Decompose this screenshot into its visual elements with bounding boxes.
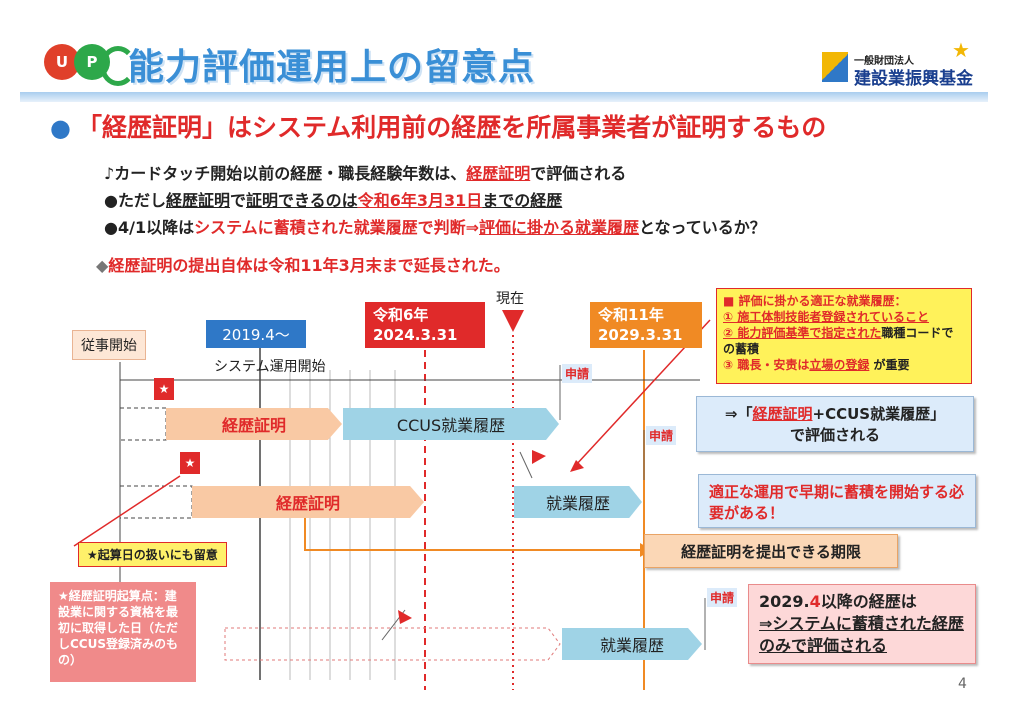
criteria-box: ■ 評価に掛かる適正な就業履歴： ① 施工体制技能者登録されていること ② 能力… [716,288,972,384]
l2-a: ●ただし [104,191,166,210]
c3-c: 以降の経歴は [820,592,917,611]
c1-c: +CCUS就業履歴」 [812,405,946,423]
criteria-title: ■ 評価に掛かる適正な就業履歴： [723,294,907,308]
bar3-shugyo: 就業履歴 [562,628,702,660]
title-underline [20,92,988,102]
l3-e: となっているか？ [639,218,766,237]
l2-c: で [229,191,246,210]
l3-d: 評価に掛かる就業履歴 [479,218,640,237]
start-label: 従事開始 [72,330,146,360]
callout-after-2029: 2029.4以降の経歴は ⇒システムに蓄積された経歴のみで評価される [748,584,976,664]
l2-b: 経歴証明 [165,191,230,210]
l3-b: システムに蓄積された就業履歴で判断 [194,218,466,237]
org-logo: 一般財団法人 建設業振興基金 ★ [822,38,982,90]
r6-marker: 令和6年 2024.3.31 [365,302,485,348]
apply-flag-1: 申請 [562,364,593,383]
star-marker-2: ★ [180,452,200,474]
l1-c: で評価される [530,164,627,183]
bar1-keireki: 経歴証明 [166,408,342,440]
headline-text: 「経歴証明」はシステム利用前の経歴を所属事業者が証明するもの [76,113,827,142]
bar2-keireki: 経歴証明 [192,486,424,518]
k-logo-icon [822,52,848,82]
criteria-item-1: ① 施工体制技能者登録されていること [723,310,929,324]
criteria-item-2a: ② 能力評価基準で指定された [723,326,882,340]
r6-era: 令和6年 [373,306,429,324]
criteria-item-3b: 立場の登録 [809,358,870,372]
criteria-item-3c: が重要 [873,358,910,372]
logo-left: U P [44,44,136,86]
l3-a: ●4/1以降は [104,218,195,237]
l3-c: ⇒ [465,218,480,237]
line-4: ◆経歴証明の提出自体は令和11年3月末まで延長された。 [96,252,510,276]
bullet-icon: ● [50,114,71,142]
l1-a: ♪カードタッチ開始以前の経歴・職長経験年数は、 [104,164,467,183]
c3-b: 4 [809,592,821,611]
org-name: 建設業振興基金 [854,69,973,89]
c3-a: 2029. [759,592,810,611]
l1-b: 経歴証明 [466,164,531,183]
logo-ring-icon [100,46,136,86]
diamond-icon: ◆ [96,256,109,275]
apply-flag-3: 申請 [707,588,738,607]
c1-d: で評価される [789,426,880,444]
timeline-diagram: 従事開始 2019.4～ システム運用開始 令和6年 2024.3.31 現在 … [0,280,1024,724]
r6-date: 2024.3.31 [373,326,458,344]
star-marker-1: ★ [154,378,174,400]
line-3: ●4/1以降はシステムに蓄積された就業履歴で判断⇒評価に掛かる就業履歴となってい… [104,214,766,238]
r11-date: 2029.3.31 [598,326,683,344]
l2-e: 令和6年3月31日 [357,191,483,210]
l2-f: までの経歴 [482,191,563,210]
deadline-label: 経歴証明を提出できる期限 [644,534,898,568]
headline: ●「経歴証明」はシステム利用前の経歴を所属事業者が証明するもの [50,108,826,144]
l4-text: 経歴証明の提出自体は令和11年3月末まで延長された。 [108,256,510,275]
sys-date-label: 2019.4～ [206,320,306,348]
r11-era: 令和11年 [598,306,664,324]
org-small: 一般財団法人 [854,56,914,67]
line-2: ●ただし経歴証明で証明できるのは令和6年3月31日までの経歴 [104,187,562,211]
line-1: ♪カードタッチ開始以前の経歴・職長経験年数は、経歴証明で評価される [104,160,626,184]
c1-a: ⇒「 [724,405,753,423]
star-box: ★経歴証明起算点：建設業に関する資格を最初に取得した日（ただしCCUS登録済みの… [50,582,196,682]
page-title: 能力評価運用上の留意点 [128,47,536,88]
l2-d: 証明できるのは [246,191,358,210]
now-label: 現在 [496,291,524,307]
c1-b: 経歴証明 [752,405,813,423]
c3-d: ⇒システムに蓄積された経歴のみで評価される [759,614,964,655]
apply-flag-2: 申請 [646,426,677,445]
criteria-item-3a: ③ 職長・安责は [723,358,810,372]
page-number: 4 [958,676,967,692]
r11-marker: 令和11年 2029.3.31 [590,302,702,348]
bar1-ccus: CCUS就業履歴 [343,408,559,440]
star-note: ★起算日の扱いにも留意 [78,542,227,567]
star-icon: ★ [952,38,970,62]
callout-evaluation: ⇒「経歴証明+CCUS就業履歴」 で評価される [696,396,974,452]
callout-early-start: 適正な運用で早期に蓄積を開始する必要がある！ [698,474,976,528]
sys-start-label: システム運用開始 [214,359,326,375]
bar2-shugyo: 就業履歴 [514,486,642,518]
criteria-item-2b: 職種コードでの蓄積 [723,326,954,356]
